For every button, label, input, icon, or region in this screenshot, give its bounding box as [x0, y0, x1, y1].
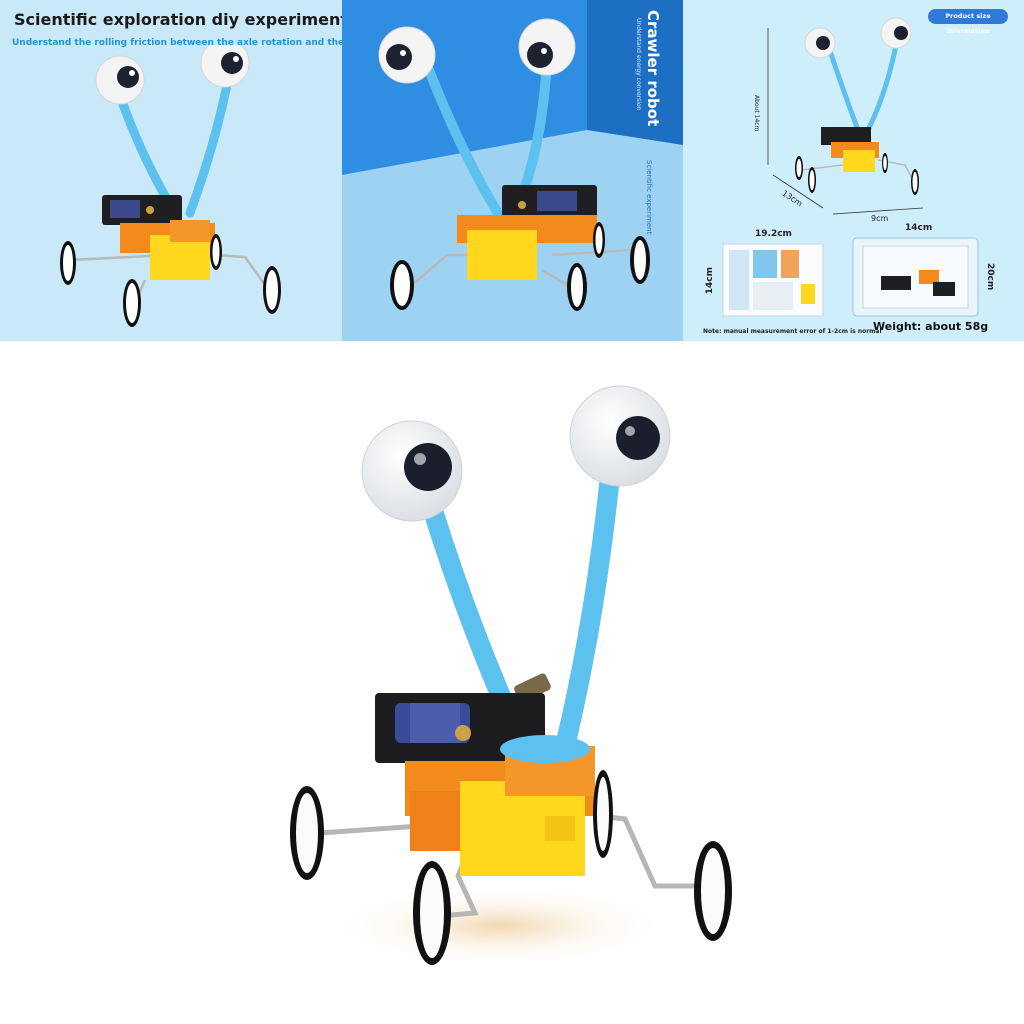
panel2-subtitle: Understand energy conversion — [635, 18, 642, 111]
crawler-robot-image — [60, 45, 281, 327]
weight-label: Weight: about 58g — [873, 320, 989, 333]
panel2-title: Crawler robot — [644, 10, 662, 127]
panel2-caption: Scientific experiment — [645, 160, 653, 235]
crawler-robot-image — [290, 385, 732, 966]
size-info-badge: Product size information — [928, 9, 1008, 35]
bag-width-label: 14cm — [905, 223, 933, 233]
manual-width-label: 19.2cm — [755, 229, 792, 239]
panel1-title: Scientific exploration diy experiments — [14, 10, 342, 29]
crawler-robot-image — [378, 18, 650, 311]
manual-height-label: 14cm — [705, 267, 715, 295]
bag-height-label: 20cm — [985, 263, 995, 291]
panel-product-size: Product size information About 14cm 13cm — [683, 0, 1024, 341]
dimension-lines — [722, 17, 979, 317]
main-product-photo — [0, 341, 1024, 1024]
height-label: About 14cm — [753, 95, 760, 132]
panel-crawler-robot: Crawler robot Understand energy conversi… — [342, 0, 683, 341]
panel-exploration: Scientific exploration diy experiments U… — [0, 0, 342, 341]
panel1-subtitle: Understand the rolling friction between … — [12, 38, 342, 48]
width-label: 9cm — [871, 214, 889, 223]
measurement-note: Note: manual measurement error of 1-2cm … — [703, 328, 882, 335]
